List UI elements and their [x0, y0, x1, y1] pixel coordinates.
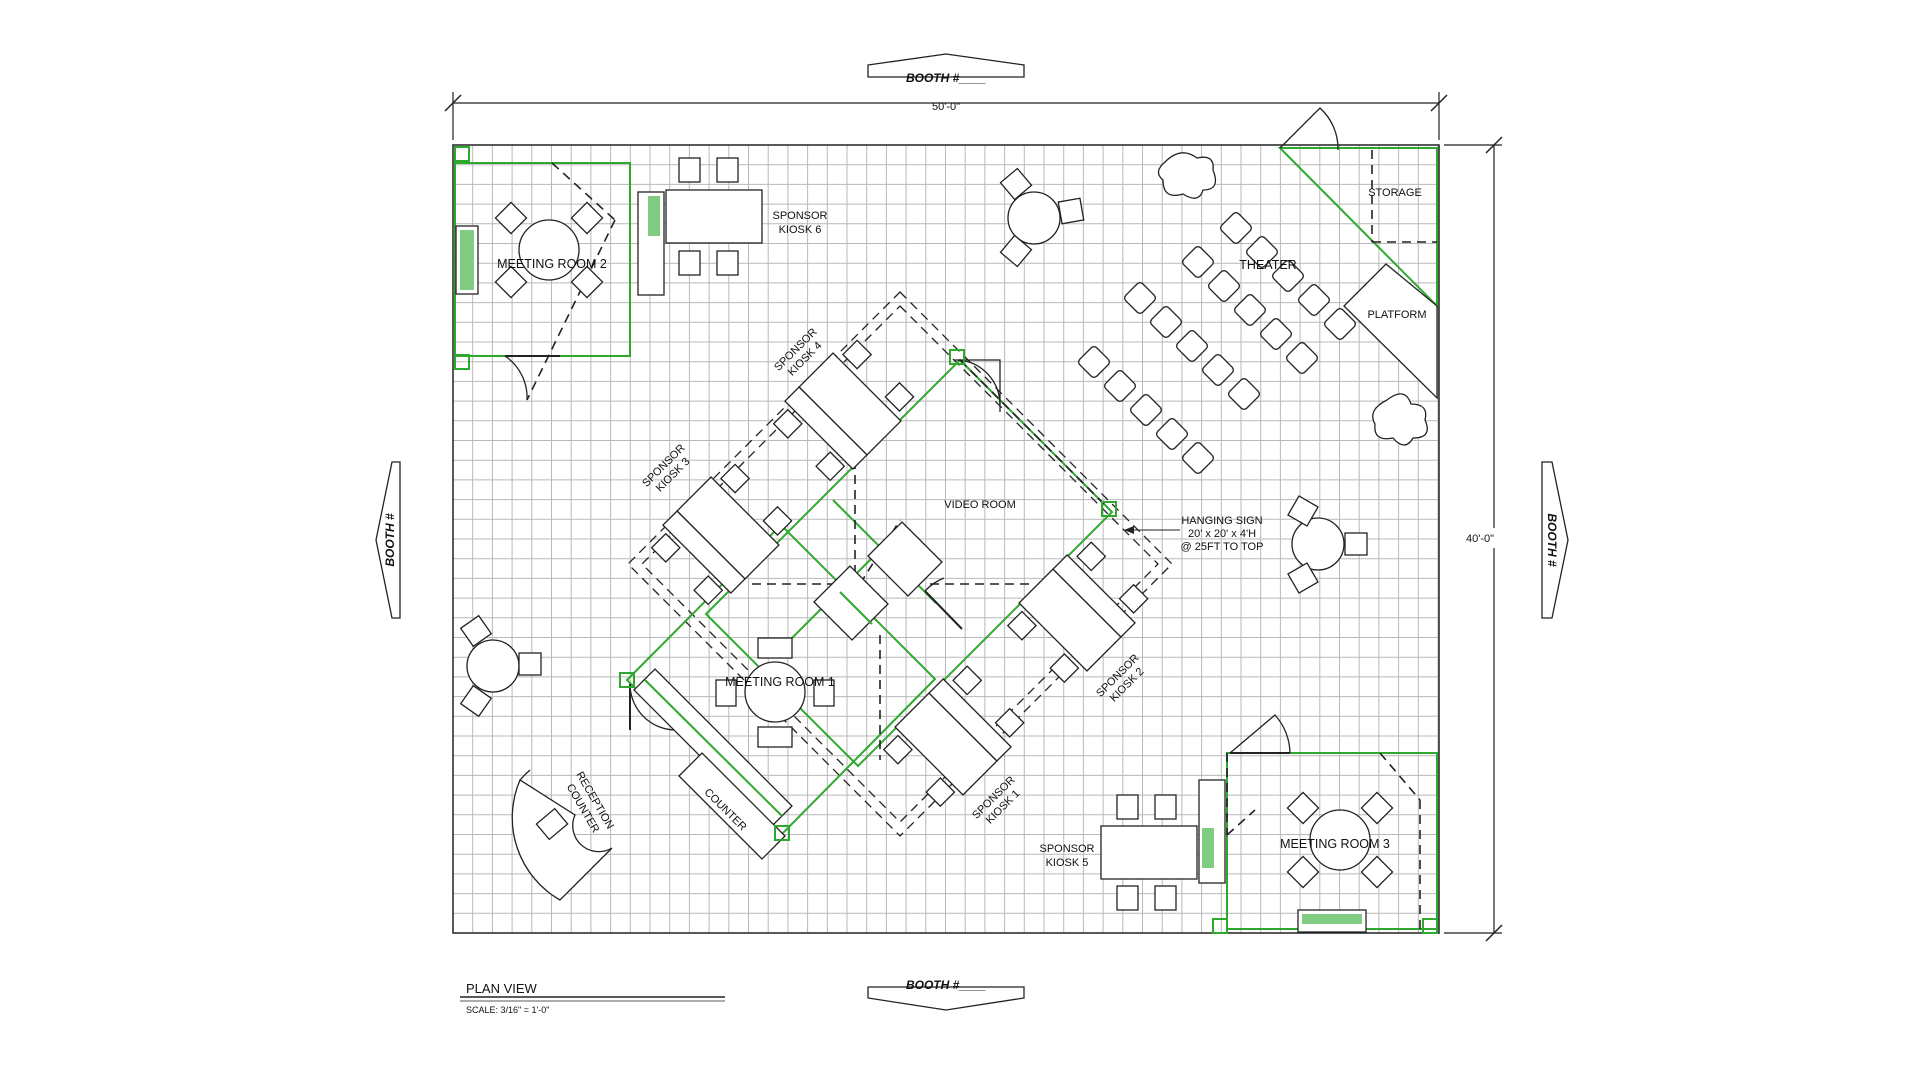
title-block: PLAN VIEW SCALE: 3/16" = 1'-0"	[460, 981, 725, 1015]
width-dimension: 50'-0"	[444, 92, 1448, 140]
depth-dimension-label: 40'-0"	[1466, 533, 1494, 545]
kiosk-5-label-2: KIOSK 5	[1046, 857, 1089, 869]
sponsor-kiosk-4	[772, 339, 915, 482]
sponsor-kiosk-2	[1006, 541, 1149, 684]
kiosk-6-label-1: SPONSOR	[772, 210, 827, 222]
theater-seat	[1124, 282, 1156, 314]
meeting-room-2: MEETING ROOM 2	[454, 146, 631, 401]
theater-seat	[1208, 270, 1240, 302]
sponsor-kiosk-3	[650, 463, 793, 606]
bottom-booth-arrow: BOOTH #____	[867, 978, 1025, 1011]
theater-seat	[1130, 394, 1162, 426]
theater-seat	[1156, 418, 1188, 450]
theater-seat	[1182, 246, 1214, 278]
theater-seat	[1220, 212, 1252, 244]
theater-seat	[1272, 260, 1304, 292]
theater-seat	[1286, 342, 1318, 374]
theater-seat	[1104, 370, 1136, 402]
theater-seat	[1078, 346, 1110, 378]
lounge-chair-right	[1372, 393, 1428, 446]
booth-outline	[452, 144, 1440, 934]
theater-seat	[1150, 306, 1182, 338]
right-booth-arrow: BOOTH #	[1541, 461, 1569, 619]
lounge-table-left	[459, 614, 542, 718]
lounge-chair-top	[1157, 152, 1217, 199]
theater-seats	[1078, 212, 1356, 474]
meeting-room-3-label: MEETING ROOM 3	[1280, 837, 1390, 851]
left-booth-label: BOOTH #	[383, 513, 397, 567]
bottom-booth-label: BOOTH #____	[906, 978, 986, 992]
theater-seat	[1298, 284, 1330, 316]
theater-seat	[1234, 294, 1266, 326]
hanging-sign-line-3: @ 25FT TO TOP	[1181, 541, 1264, 553]
platform-label: PLATFORM	[1367, 309, 1426, 321]
sponsor-kiosk-1-label: SPONSOR KIOSK 1	[970, 774, 1022, 826]
theater: THEATER	[1078, 212, 1356, 474]
meeting-room-3: MEETING ROOM 3	[1212, 714, 1438, 934]
width-dimension-label: 50'-0"	[932, 101, 960, 113]
top-booth-arrow: BOOTH #____	[867, 53, 1025, 85]
theater-seat	[1176, 330, 1208, 362]
storage-label: STORAGE	[1368, 187, 1422, 199]
hanging-sign-line-2: 20' x 20' x 4'H	[1188, 528, 1256, 540]
plan-view-title: PLAN VIEW	[466, 981, 538, 996]
hanging-sign-outline	[627, 291, 1173, 837]
meeting-room-1-label: MEETING ROOM 1	[725, 675, 835, 689]
theater-label: THEATER	[1239, 258, 1296, 272]
top-booth-label: BOOTH #____	[906, 71, 986, 85]
lounge-table-top	[999, 167, 1085, 268]
lounge-table-right	[1287, 495, 1368, 594]
theater-seat	[1228, 378, 1260, 410]
sponsor-kiosk-1	[882, 665, 1025, 808]
meeting-room-3-chairs	[1286, 791, 1394, 889]
central-island: VIDEO ROOM MEETING ROOM 1 COUNTER	[619, 291, 1173, 860]
sponsor-kiosk-5: SPONSOR KIOSK 5	[1039, 779, 1226, 911]
sponsor-kiosk-6: SPONSOR KIOSK 6	[637, 157, 828, 296]
scale-label: SCALE: 3/16" = 1'-0"	[466, 1005, 549, 1015]
kiosk-6-label-2: KIOSK 6	[779, 224, 822, 236]
theater-seat	[1182, 442, 1214, 474]
storage-platform: STORAGE PLATFORM	[1277, 107, 1438, 400]
hanging-sign-line-1: HANGING SIGN	[1181, 515, 1262, 527]
meeting-room-2-label: MEETING ROOM 2	[497, 257, 607, 271]
right-booth-label: BOOTH #	[1545, 513, 1559, 567]
video-room-label: VIDEO ROOM	[944, 499, 1016, 511]
left-booth-arrow: BOOTH #	[375, 461, 401, 619]
kiosk-5-label-1: SPONSOR	[1039, 843, 1094, 855]
meeting-room-2-chairs	[494, 201, 604, 299]
depth-dimension: 40'-0"	[1444, 136, 1503, 942]
theater-seat	[1324, 308, 1356, 340]
sponsor-kiosk-3-label: SPONSOR KIOSK 3	[640, 442, 692, 494]
hanging-sign-callout: HANGING SIGN 20' x 20' x 4'H @ 25FT TO T…	[1124, 515, 1263, 553]
theater-seat	[1202, 354, 1234, 386]
theater-seat	[1246, 236, 1278, 268]
theater-seat	[1260, 318, 1292, 350]
